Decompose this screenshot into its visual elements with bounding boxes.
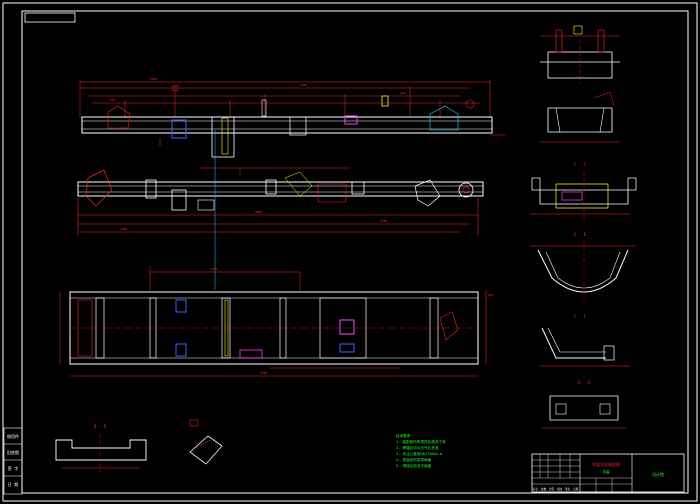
- title-row-3: 更改: [557, 487, 563, 491]
- note-line-1: 1. 装配前所有零件应清洗干净: [396, 439, 446, 444]
- side-label-column: 借用件 旧底图 签 字 日 期: [3, 427, 23, 495]
- section-view-g: G - G: [542, 380, 626, 429]
- svg-text:650: 650: [110, 98, 116, 102]
- side-label-0: 借用件: [7, 433, 19, 439]
- front-elevation-view: 3400 1850 920 650: [79, 77, 505, 158]
- section-label-bottom-left: D - D: [94, 424, 107, 429]
- section-view-c: C - C: [530, 162, 637, 222]
- title-row-0: 标记: [533, 487, 539, 491]
- side-label-1: 旧底图: [7, 449, 19, 455]
- svg-text:1850: 1850: [300, 83, 307, 87]
- note-line-0: 技术要求: [396, 433, 411, 438]
- title-drawing-name: 车架总成装配图: [592, 461, 620, 467]
- note-line-4: 4. 表面涂防锈漆两遍: [396, 457, 432, 462]
- middle-elevation-view: 3000 2200 1600: [77, 130, 484, 290]
- note-line-2: 2. 焊缝应均匀无气孔夹渣: [396, 445, 439, 450]
- detail-view-middle: [189, 419, 223, 465]
- side-label-2: 签 字: [8, 465, 18, 471]
- svg-text:3000: 3000: [255, 210, 262, 214]
- title-row-2: 分区: [549, 487, 555, 491]
- inner-border: [21, 10, 689, 494]
- top-tab: [24, 12, 76, 23]
- section-view-b: [540, 91, 620, 143]
- svg-text:5200: 5200: [260, 371, 267, 375]
- note-line-3: 3. 未注公差按GB/T1804-m: [396, 451, 442, 456]
- section-view-f: F - F: [540, 314, 630, 367]
- title-sub-label: 总装: [603, 469, 611, 474]
- section-label-g: G - G: [578, 380, 591, 385]
- svg-text:920: 920: [400, 91, 406, 95]
- section-label-f: F - F: [574, 314, 587, 319]
- svg-text:860: 860: [488, 293, 494, 297]
- title-company: 设计院: [652, 471, 664, 477]
- section-label-c: C - C: [574, 162, 587, 167]
- technical-notes: 技术要求 1. 装配前所有零件应清洗干净 2. 焊缝应均匀无气孔夹渣 3. 未注…: [396, 433, 446, 468]
- section-view-a: [540, 25, 620, 84]
- title-row-1: 处数: [541, 487, 547, 491]
- plan-view: 5200 1200 860: [59, 266, 494, 377]
- svg-text:2200: 2200: [380, 219, 387, 223]
- svg-text:3400: 3400: [150, 77, 157, 81]
- title-row-5: 日期: [573, 487, 579, 491]
- title-row-4: 签名: [565, 487, 571, 491]
- detail-view-left: D - D: [55, 424, 147, 472]
- svg-text:1600: 1600: [120, 227, 127, 231]
- section-label-e: E - E: [574, 232, 587, 237]
- section-view-e: E - E: [530, 232, 636, 306]
- note-line-5: 5. 铆接后检查平面度: [396, 463, 432, 468]
- title-block: 车架总成装配图 总装 设计院 标记 处数 分区 更改 签名 日期: [531, 453, 685, 493]
- svg-text:1200: 1200: [210, 267, 217, 271]
- side-label-3: 日 期: [8, 481, 18, 487]
